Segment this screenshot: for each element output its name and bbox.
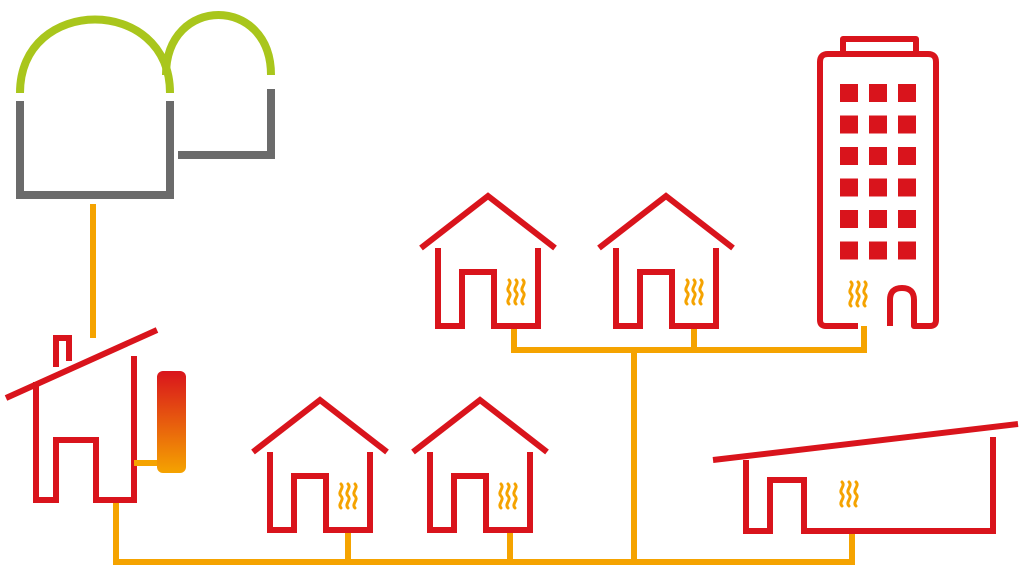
heating-plant-walls <box>33 356 137 503</box>
heating-plant-roof <box>4 327 159 401</box>
building-window <box>898 210 916 228</box>
heat-waves-icon <box>839 480 859 508</box>
pipe-network <box>90 204 867 565</box>
heat-waves-icon <box>506 278 526 306</box>
building-window <box>869 210 887 228</box>
house-walls <box>427 452 533 533</box>
digester-tank-large <box>16 101 174 199</box>
building-windows <box>840 84 916 260</box>
building-window <box>869 241 887 260</box>
building-window <box>869 115 887 134</box>
house-icon <box>411 396 549 533</box>
building-window <box>840 210 858 228</box>
main-pipe <box>113 503 855 565</box>
house-walls <box>435 248 541 329</box>
heat-waves-icon <box>848 280 868 308</box>
digester-dome-small <box>162 11 275 76</box>
building-window <box>840 147 858 165</box>
industrial-hall-icon <box>712 421 1019 534</box>
building-window <box>898 84 916 102</box>
heat-storage-tank-icon <box>157 371 186 473</box>
house-roof <box>597 192 735 251</box>
hall-walls <box>743 437 996 534</box>
house-icon <box>597 192 735 329</box>
building-window <box>840 241 858 260</box>
heating-plant-house-icon <box>4 327 159 503</box>
house-roof <box>419 192 557 251</box>
house-roof <box>251 396 389 455</box>
building-window <box>898 147 916 165</box>
building-window <box>840 84 858 102</box>
heating-plant-chimney <box>53 335 72 367</box>
house-icon <box>251 396 389 533</box>
biogas-digester-icon <box>16 11 275 199</box>
digester-dome-large <box>16 15 174 94</box>
hall-roof <box>712 421 1019 463</box>
digester-tank-small <box>178 89 275 159</box>
houses-group <box>251 192 735 533</box>
house-icon <box>419 192 557 329</box>
building-window <box>840 115 858 134</box>
building-window <box>898 241 916 260</box>
building-window <box>869 147 887 165</box>
apartment-building-icon <box>817 36 939 329</box>
heat-waves-icon <box>498 482 518 510</box>
building-window <box>898 115 916 134</box>
heat-waves-icon <box>684 278 704 306</box>
house-walls <box>613 248 719 329</box>
building-body <box>817 51 939 329</box>
building-window <box>840 178 858 197</box>
upper-pipe <box>511 326 867 353</box>
house-roof <box>411 396 549 455</box>
building-window <box>869 84 887 102</box>
house-walls <box>267 452 373 533</box>
building-window <box>898 178 916 197</box>
heat-waves-icon <box>338 482 358 510</box>
building-window <box>869 178 887 197</box>
